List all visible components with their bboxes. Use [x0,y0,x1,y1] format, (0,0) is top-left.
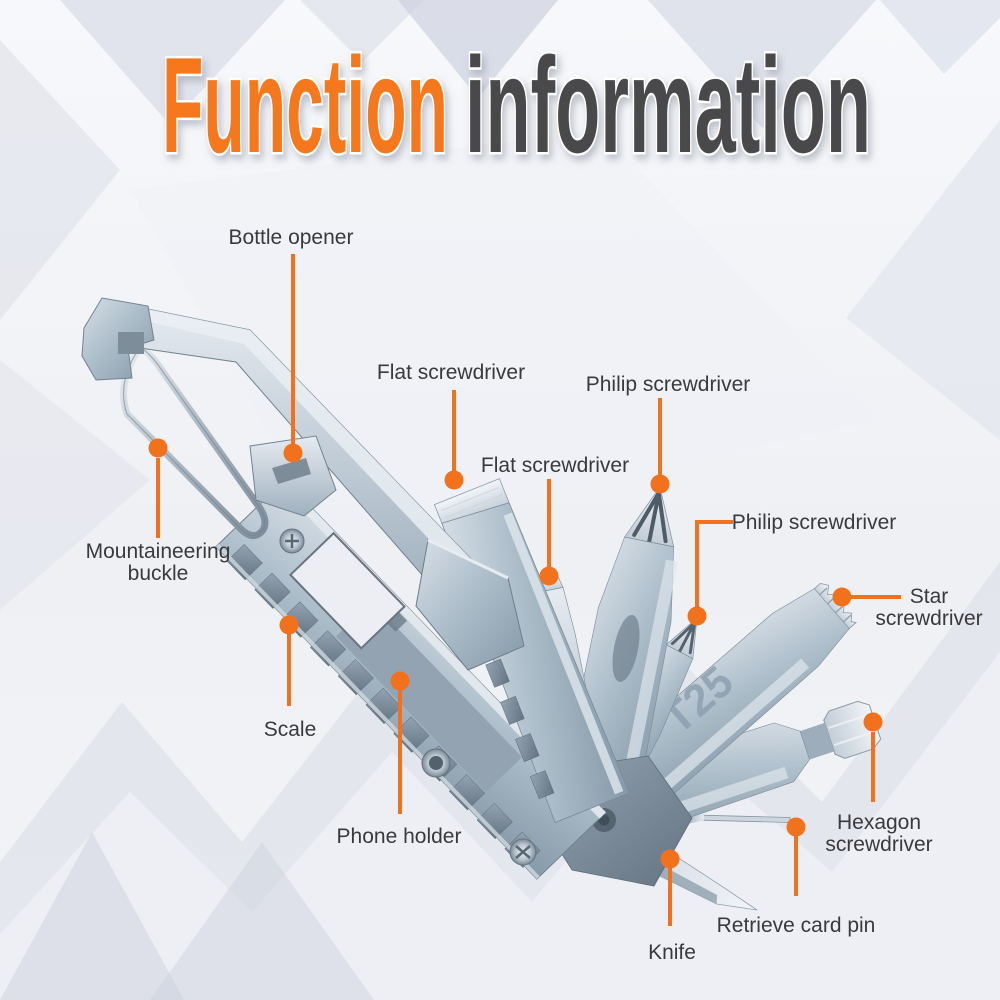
mountaineering-buckle-callout-dot [148,438,168,458]
retrieve-card-pin-callout-line [794,836,798,896]
hinge-block [415,538,525,671]
bottle-opener-tab [249,435,337,517]
bottle-opener-callout-dot [283,443,303,463]
flat-screwdriver-lower-callout-line [547,479,551,567]
scale-ridges [226,543,541,868]
philip-screwdriver-lower-callout-elbow [697,520,733,524]
flat-screwdriver-lower-callout-dot [539,566,559,586]
page-title: Function information [160,27,874,184]
knife-callout-dot [660,849,680,869]
philip-screwdriver-lower-callout-dot [687,606,707,626]
body-screws [421,748,537,866]
phone-holder-callout-line [398,690,402,814]
hexagon-screwdriver-callout-line [871,732,875,802]
philip-screwdriver-upper-callout-dot [650,474,670,494]
junction-screw [279,528,305,554]
hexagon-screwdriver-callout-dot [863,712,883,732]
phone-holder-recess [336,601,523,792]
title-word-secondary: information [465,29,871,181]
philip-screwdriver-upper-callout-line [658,398,662,476]
label-mountaineering-buckle: Mountaineering buckle [85,539,231,585]
scale-callout-dot [279,615,299,635]
flat-screwdriver-upper-callout-line [452,390,456,472]
philip-screwdriver-lower-callout-line [695,520,699,609]
label-star-screwdriver: Star screwdriver [875,584,983,630]
label-hexagon-screwdriver: Hexagon screwdriver [825,810,933,856]
frame-opening [289,531,406,650]
label-philip-screwdriver-lower: Philip screwdriver [731,510,897,534]
title-word-accent: Function [162,29,448,181]
label-retrieve-card-pin: Retrieve card pin [716,913,876,937]
star-screwdriver-callout-dot [832,587,852,607]
label-phone-holder: Phone holder [336,824,462,848]
gate-anchor [118,332,144,354]
phone-holder-callout-dot [390,671,410,691]
scale-callout-line [287,634,291,706]
label-philip-screwdriver-upper: Philip screwdriver [585,372,751,396]
mountaineering-buckle-callout-line [156,458,160,538]
flat-screwdriver-upper-callout-dot [444,470,464,490]
label-knife: Knife [648,940,696,964]
knife-callout-line [668,868,672,926]
bottle-opener-callout-line [291,254,295,444]
star-screwdriver-callout-line [851,595,901,599]
carabiner-wire-gate [120,342,269,540]
label-flat-screwdriver-upper: Flat screwdriver [376,360,526,384]
label-flat-screwdriver-lower: Flat screwdriver [480,453,630,477]
label-bottle-opener: Bottle opener [228,225,354,249]
retrieve-card-pin-callout-dot [786,817,806,837]
label-scale: Scale [263,717,317,741]
